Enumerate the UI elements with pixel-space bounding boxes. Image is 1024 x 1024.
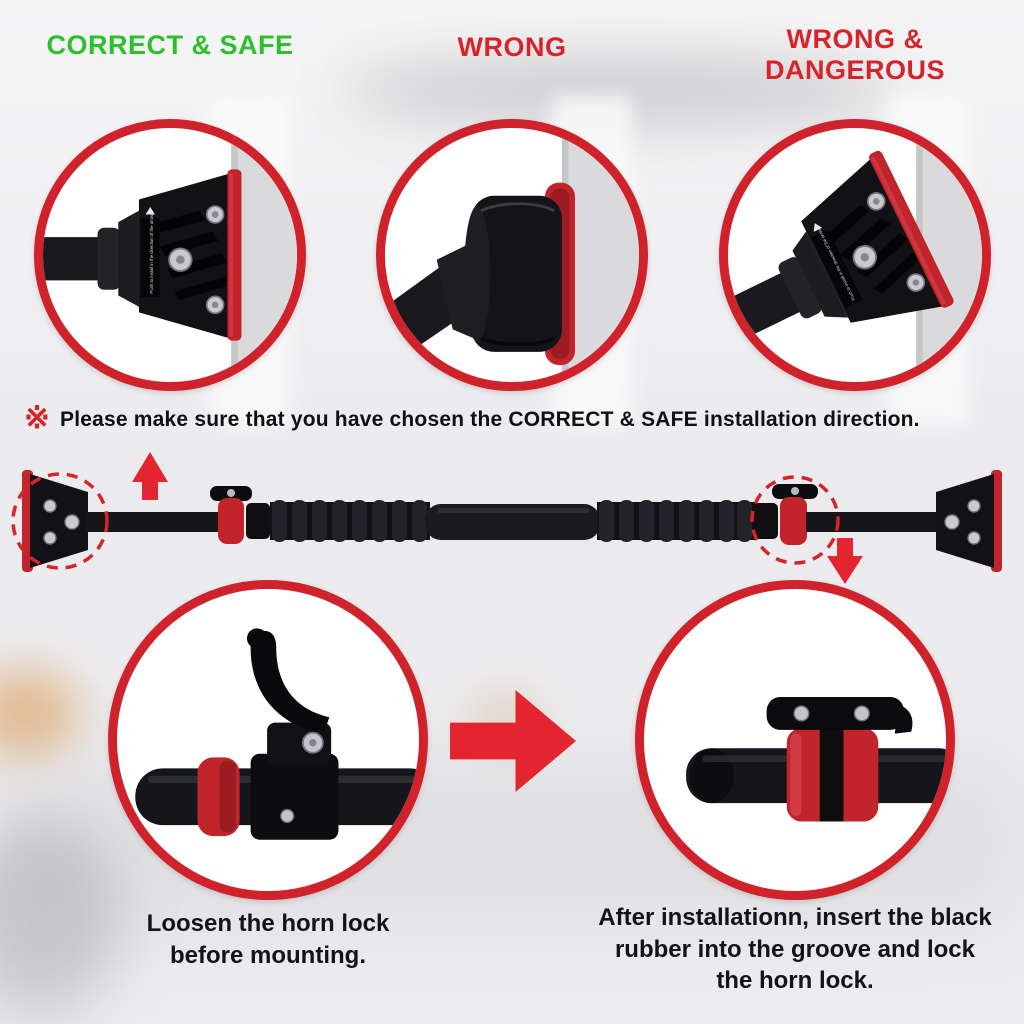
safety-note-text: Please make sure that you have chosen th… [59,408,920,431]
horn-lock-open-photo [135,628,419,840]
dashed-highlight-right-clamp [750,475,840,565]
label-wrong: WRONG [457,32,567,62]
pullup-bar-product-photo [11,452,1002,584]
label-wrong-dangerous: WRONG & DANGEROUS [764,24,945,86]
correct-installation-callout: Push to install in the direction of the … [34,119,306,391]
correct-bracket-illustration: Push to install in the direction of the … [43,128,297,382]
dangerous-bracket-illustration: Push to install in the direction of the … [731,128,982,382]
push-to-install-micro-text: Push to install in the direction of the … [149,213,154,294]
up-arrow-icon [132,452,168,500]
caption-loosen-horn-lock: Loosen the horn lock before mounting. [146,910,390,969]
down-arrow-icon [827,538,863,584]
safety-note: ※ Please make sure that you have chosen … [24,402,1014,433]
reference-mark-icon: ※ [24,400,50,435]
label-correct-safe: CORRECT & SAFE [46,30,294,60]
background-blob [0,668,80,760]
lock-horn-lock-callout [635,580,955,900]
dangerous-installation-callout: Push to install in the direction of the … [719,119,991,391]
background-blob [0,820,120,1020]
wrong-bracket-illustration [385,128,639,382]
caption-lock-horn-lock: After installationn, insert the black ru… [598,904,992,995]
loosen-horn-lock-callout [108,580,428,900]
dashed-highlight-left-bracket [11,472,109,570]
right-arrow-icon [450,690,576,792]
wrong-installation-callout [376,119,648,391]
horn-lock-locked-photo [686,696,946,822]
